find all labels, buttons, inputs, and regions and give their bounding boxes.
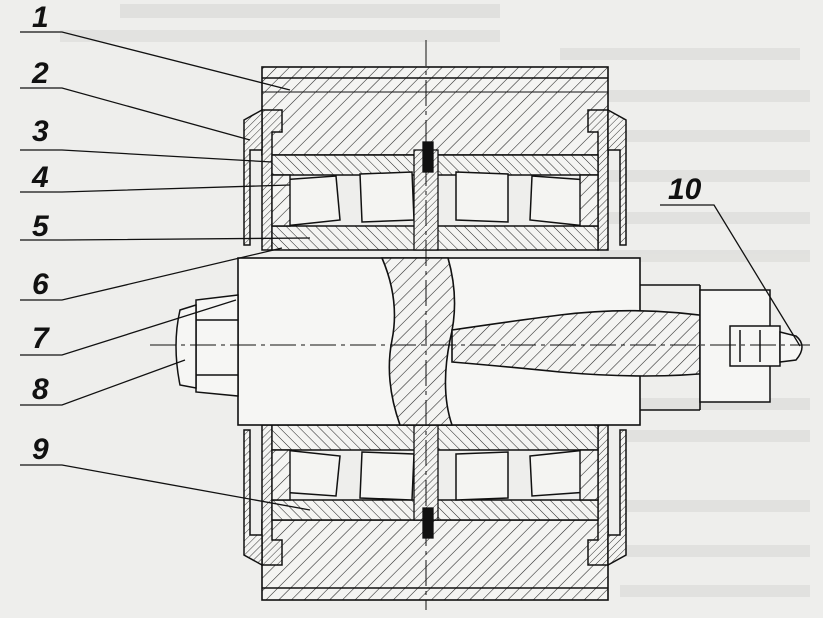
- callout-5: 5: [32, 210, 50, 243]
- leader-lines: [20, 31, 801, 511]
- rollers-bottom: [279, 449, 589, 501]
- right-bolt-nut: [699, 289, 803, 403]
- callout-labels: 1 2 3 4 5 6 7 8 9 10: [31, 1, 702, 466]
- callout-10: 10: [668, 173, 702, 206]
- left-end-cap: [175, 294, 239, 397]
- rollers-top: [279, 171, 589, 227]
- callout-7: 7: [32, 322, 50, 355]
- housing: [261, 66, 609, 601]
- callout-8: 8: [32, 373, 49, 406]
- axle: [237, 257, 761, 426]
- background-text: [60, 4, 810, 597]
- callout-1: 1: [32, 1, 49, 34]
- callout-3: 3: [32, 115, 49, 148]
- callout-2: 2: [31, 57, 49, 90]
- callout-6: 6: [32, 268, 49, 301]
- callout-9: 9: [32, 433, 49, 466]
- center-lines: [150, 40, 810, 610]
- callout-4: 4: [31, 161, 49, 194]
